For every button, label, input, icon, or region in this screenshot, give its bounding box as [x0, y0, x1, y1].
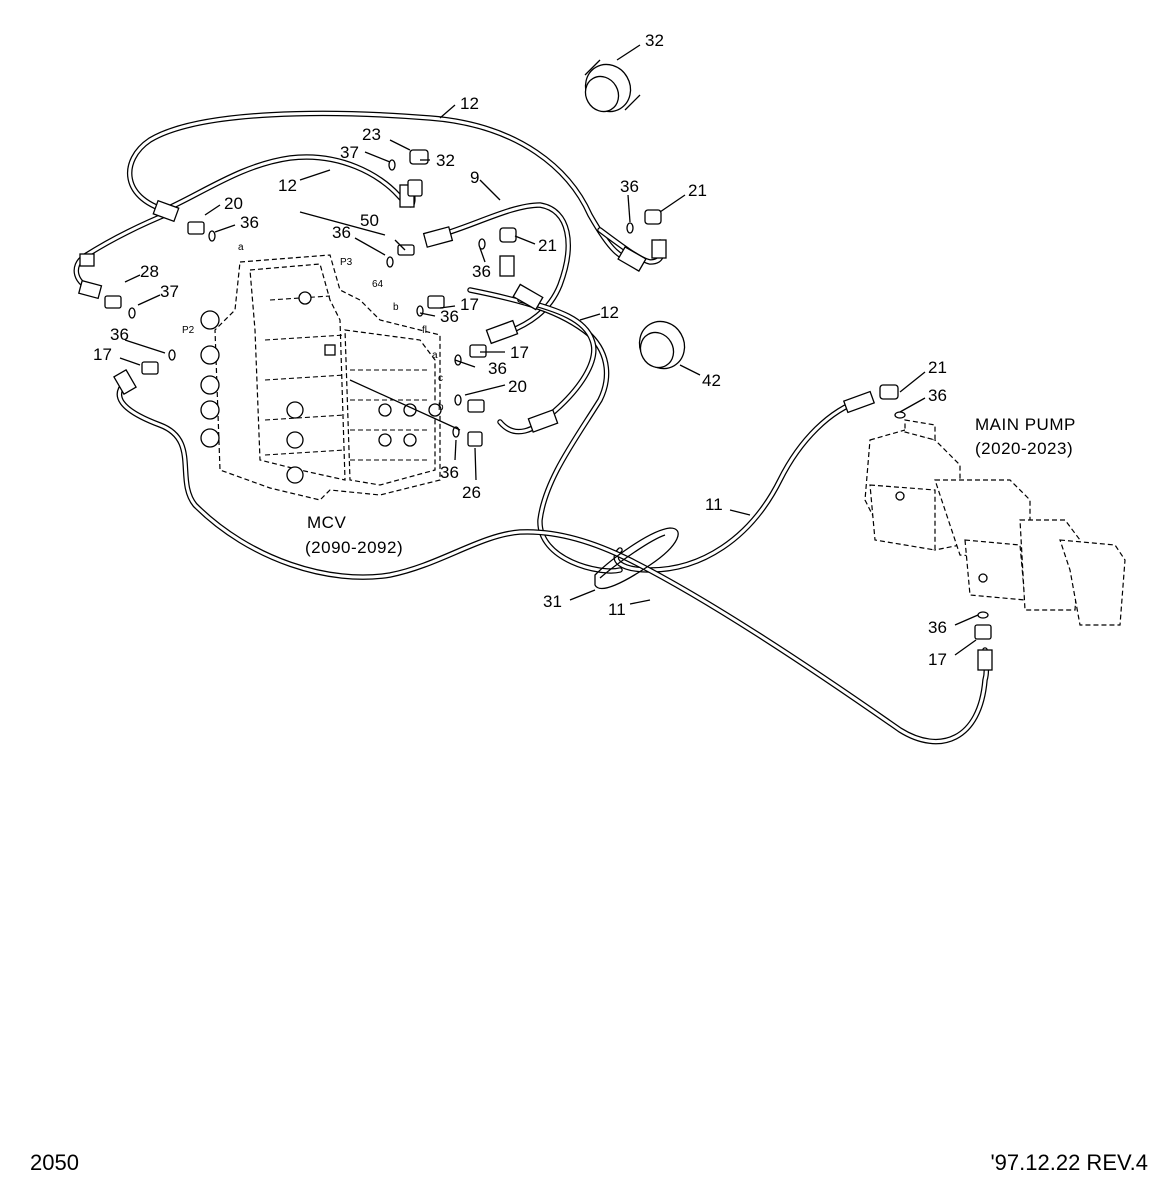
- port-fl: fl: [422, 325, 427, 336]
- callout-50: 50: [360, 211, 379, 230]
- port-b2: b: [438, 402, 444, 413]
- callout-28: 28: [140, 262, 159, 281]
- port-b1: b: [393, 302, 399, 313]
- callout-37-top: 37: [340, 143, 359, 162]
- main-pump-ref-label: (2020-2023): [975, 439, 1073, 458]
- callout-12-top: 12: [460, 94, 479, 113]
- callout-21-mid: 21: [538, 236, 557, 255]
- callout-12-right: 12: [600, 303, 619, 322]
- mcv-valve-block: [200, 254, 442, 501]
- callout-31: 31: [543, 592, 562, 611]
- callout-37-left: 37: [160, 282, 179, 301]
- callout-36-pump-bottom: 36: [928, 618, 947, 637]
- page-number: 2050: [30, 1150, 79, 1175]
- callout-11-upper: 11: [705, 495, 723, 514]
- hose-12-right: [467, 287, 623, 574]
- callout-26: 26: [462, 483, 481, 502]
- ring-42: [638, 320, 686, 370]
- port-a1: a: [238, 242, 244, 253]
- callout-17-mid: 17: [510, 343, 529, 362]
- leader-lines: [119, 44, 979, 656]
- callout-17-upper: 17: [460, 295, 479, 314]
- callout-11-lower: 11: [608, 600, 626, 619]
- callout-36-upper: 36: [440, 307, 459, 326]
- port-labels: P3 P2 a a b b c fl 64: [182, 242, 444, 413]
- mcv-label: MCV: [307, 513, 346, 532]
- port-a2: a: [432, 350, 438, 361]
- hose-end-fittings: [77, 184, 993, 671]
- callout-36-left-b: 36: [110, 325, 129, 344]
- callout-36-right-a: 36: [488, 359, 507, 378]
- callout-numbers: 32 12 23 37 32 12 9 36 21 20 36 36 50 21…: [93, 31, 947, 669]
- main-pump: [864, 419, 1126, 626]
- port-64: 64: [372, 279, 384, 290]
- callout-32-top: 32: [645, 31, 664, 50]
- main-pump-label: MAIN PUMP: [975, 415, 1076, 434]
- callout-12-mid: 12: [278, 176, 297, 195]
- band-clamp-31: [594, 527, 679, 590]
- callout-36-mid-right: 36: [472, 262, 491, 281]
- callout-36-pump-top: 36: [928, 386, 947, 405]
- callout-21-top-right: 21: [688, 181, 707, 200]
- callout-9: 9: [470, 168, 479, 187]
- mcv-ref-label: (2090-2092): [305, 538, 403, 557]
- ring-32: [584, 59, 641, 113]
- callout-36-left-a: 36: [240, 213, 259, 232]
- callout-36-bottom: 36: [440, 463, 459, 482]
- callout-21-pump: 21: [928, 358, 947, 377]
- hose-left-loop: [116, 377, 990, 745]
- callout-20-left: 20: [224, 194, 243, 213]
- fittings-and-seals: [104, 149, 992, 640]
- port-p3: P3: [340, 257, 353, 268]
- callout-20-right: 20: [508, 377, 527, 396]
- callout-32-mid: 32: [436, 151, 455, 170]
- port-c: c: [438, 373, 443, 384]
- callout-36-top-right: 36: [620, 177, 639, 196]
- hose-12-upper: [126, 110, 643, 265]
- callout-36-mid: 36: [332, 223, 351, 242]
- callout-17-pump: 17: [928, 650, 947, 669]
- revision-stamp: '97.12.22 REV.4: [990, 1150, 1148, 1175]
- hose-11-pump-upper: [613, 397, 865, 573]
- callout-17-left: 17: [93, 345, 112, 364]
- port-p2: P2: [182, 325, 195, 336]
- hose-9: [427, 202, 571, 338]
- callout-42: 42: [702, 371, 721, 390]
- callout-23: 23: [362, 125, 381, 144]
- hose-20-lower: [497, 297, 597, 435]
